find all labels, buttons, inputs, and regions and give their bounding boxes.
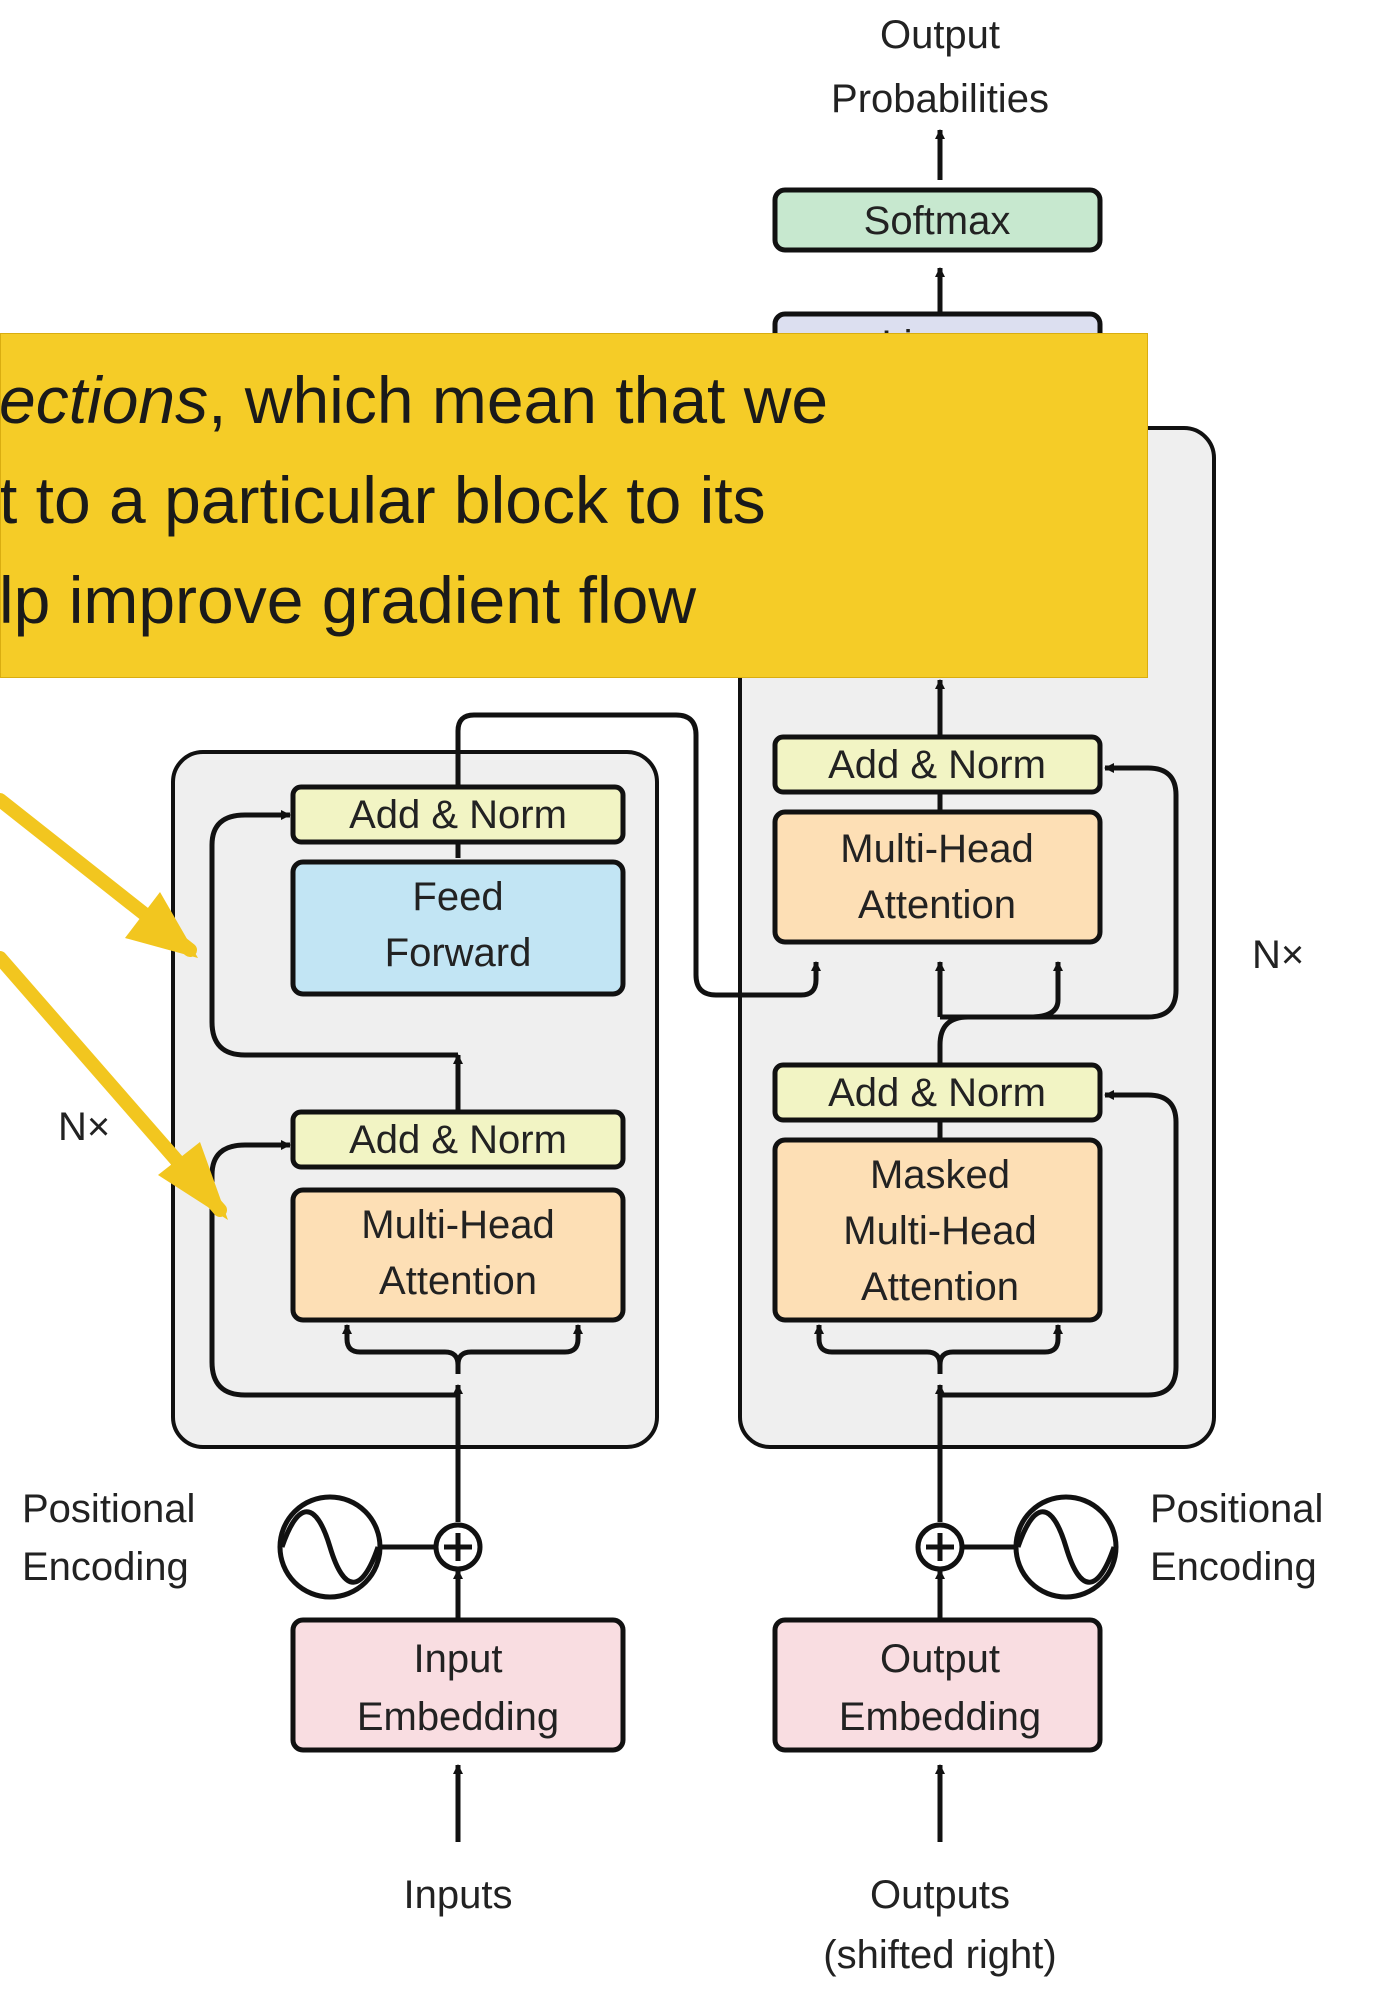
encoder-positional-label-2: Encoding <box>22 1545 189 1589</box>
input-embedding <box>290 1617 626 1753</box>
callout-line-1: ections, which mean that we <box>0 362 829 438</box>
encoder-add-norm-top <box>290 784 626 845</box>
callout-line-3: lp improve gradient flow <box>0 563 696 637</box>
decoder-multi-head-attention <box>772 809 1103 945</box>
callout-line-2: t to a particular block to its <box>0 463 766 537</box>
encoder-multi-head-attention <box>290 1187 626 1323</box>
feed-forward-label-1: Feed <box>412 875 503 919</box>
encoder-mha-label-2: Attention <box>379 1259 537 1303</box>
softmax <box>772 187 1103 253</box>
outputs-label-1: Outputs <box>870 1873 1010 1917</box>
feed-forward-label-2: Forward <box>385 931 532 975</box>
softmax-label: Softmax <box>864 199 1011 243</box>
masked-multi-head-attention <box>772 1137 1103 1323</box>
residual-connection-callout: ections, which mean that we t to a parti… <box>0 333 1148 678</box>
callout-line-1-rest: , which mean that we <box>208 363 829 437</box>
output-probabilities-label-2: Probabilities <box>831 77 1049 121</box>
encoder-positional-encoding <box>277 1494 483 1600</box>
input-embedding-label-1: Input <box>414 1637 503 1681</box>
masked-mha-label-2: Multi-Head <box>843 1209 1036 1253</box>
callout-italic-term: ections <box>0 363 209 437</box>
encoder-mha-label-1: Multi-Head <box>361 1203 554 1247</box>
inputs-label: Inputs <box>404 1873 513 1917</box>
encoder-add-norm-bottom <box>290 1109 626 1170</box>
encoder-block <box>171 750 659 1449</box>
output-embedding <box>772 1617 1103 1753</box>
pointer-arrowhead-attention <box>158 1142 228 1220</box>
masked-mha-label-1: Masked <box>870 1153 1010 1197</box>
output-embedding-label-1: Output <box>880 1637 1000 1681</box>
encoder-repeat-label: N× <box>58 1105 110 1149</box>
decoder-add-norm-top <box>772 734 1103 795</box>
decoder-positional-encoding <box>915 1494 1119 1600</box>
outputs-label-2: (shifted right) <box>823 1933 1056 1977</box>
encoder-feed-forward <box>290 859 626 997</box>
pointer-arrowhead-feed-forward <box>125 892 198 958</box>
decoder-connections <box>814 129 1179 1842</box>
output-embedding-label-2: Embedding <box>839 1695 1041 1739</box>
decoder-positional-label-2: Encoding <box>1150 1545 1317 1589</box>
masked-mha-label-3: Attention <box>861 1265 1019 1309</box>
decoder-add-norm-top-label: Add & Norm <box>828 743 1046 787</box>
encoder-add-norm-bottom-label: Add & Norm <box>349 1118 567 1162</box>
encoder-positional-label-1: Positional <box>22 1487 195 1531</box>
decoder-add-norm-bottom-label: Add & Norm <box>828 1071 1046 1115</box>
decoder-positional-label-1: Positional <box>1150 1487 1323 1531</box>
decoder-mha-label-2: Attention <box>858 883 1016 927</box>
encoder-add-norm-top-label: Add & Norm <box>349 793 567 837</box>
output-probabilities-label: Output <box>880 13 1000 57</box>
decoder-mha-label-1: Multi-Head <box>840 827 1033 871</box>
input-embedding-label-2: Embedding <box>357 1695 559 1739</box>
decoder-add-norm-bottom <box>772 1062 1103 1123</box>
decoder-repeat-label: N× <box>1252 933 1304 977</box>
